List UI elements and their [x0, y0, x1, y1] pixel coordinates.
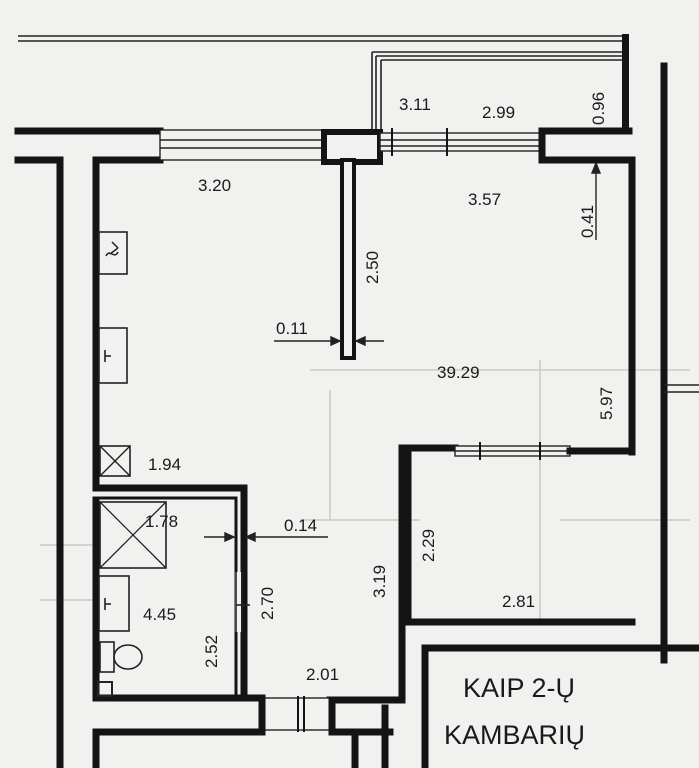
caption: KAIP 2-Ų KAMBARIŲ [444, 673, 585, 750]
area-main: 39.29 [437, 363, 480, 382]
stove-icon [98, 327, 128, 384]
dim-partition-length: 2.50 [363, 251, 382, 284]
dim-bedroom-width: 2.81 [502, 592, 535, 611]
dim-right-wall: 5.97 [597, 387, 616, 420]
dimension-labels: 3.11 2.99 0.96 3.20 3.57 0.41 2.50 0.11 … [143, 92, 616, 684]
dim-balcony-right: 2.99 [482, 103, 515, 122]
dim-balcony-depth: 0.96 [589, 92, 608, 125]
dim-room-width: 3.57 [468, 190, 501, 209]
caption-line-2: KAMBARIŲ [444, 720, 585, 750]
dim-bedroom-depth: 2.29 [419, 529, 438, 562]
vent-icon [99, 445, 131, 477]
dim-corridor: 3.19 [370, 565, 389, 598]
ghost-lines [40, 360, 690, 620]
caption-line-1: KAIP 2-Ų [463, 673, 575, 703]
dim-top-wall: 3.20 [198, 176, 231, 195]
washbasin-icon [98, 575, 130, 632]
walls [14, 62, 699, 768]
dimension-arrows [204, 161, 602, 543]
area-entry: 1.94 [148, 455, 181, 474]
balcony [371, 34, 629, 134]
dim-balcony-left: 3.11 [399, 95, 431, 114]
toilet-icon [99, 641, 143, 673]
dim-bath-wall-height: 2.70 [258, 587, 277, 620]
shower-icon [99, 501, 167, 569]
dim-bathroom-width: 2.52 [202, 635, 221, 668]
dim-wall-offset: 0.41 [578, 205, 597, 238]
area-shower: 1.78 [145, 512, 178, 531]
area-bathroom: 4.45 [143, 605, 176, 624]
fixtures [97, 231, 167, 697]
dim-partition-thickness: 0.11 [276, 319, 308, 338]
dim-bath-wall-thickness: 0.14 [284, 516, 317, 535]
dim-entrance: 2.01 [306, 665, 339, 684]
top-building-line [18, 35, 622, 42]
sink-icon [98, 231, 128, 275]
